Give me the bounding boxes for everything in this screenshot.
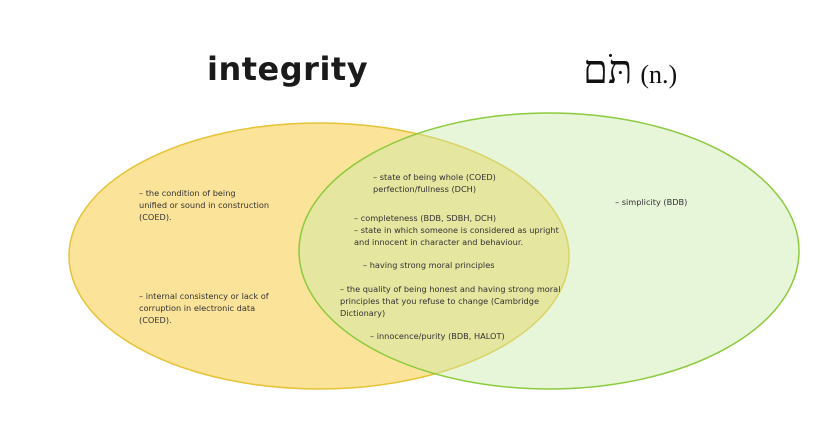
overlap-definition: – having strong moral principles <box>363 260 495 270</box>
part-of-speech: (n.) <box>640 60 678 89</box>
overlap-definition: – the quality of being honest and having… <box>340 284 561 318</box>
hebrew-word: תֹּם <box>583 47 633 93</box>
title-tom: תֹּם(n.) <box>583 46 677 93</box>
right-definition: – simplicity (BDB) <box>615 197 688 207</box>
overlap-definition: – innocence/purity (BDB, HALOT) <box>370 331 505 341</box>
tom-circle <box>298 112 800 390</box>
overlap-definition: – completeness (BDB, SDBH, DCH) – state … <box>354 213 559 247</box>
overlap-definition: – state of being whole (COED) perfection… <box>373 172 496 194</box>
integrity-circle <box>68 122 570 390</box>
title-integrity: integrity <box>207 50 369 88</box>
left-definition: – internal consistency or lack of corrup… <box>139 291 269 325</box>
left-definition: – the condition of being unified or soun… <box>139 188 270 222</box>
